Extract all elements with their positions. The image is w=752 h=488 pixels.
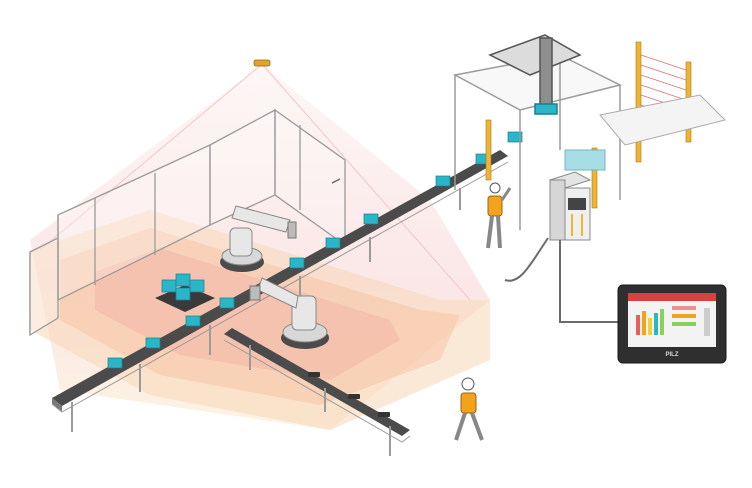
laser-scanner — [253, 59, 271, 67]
worker-walking — [454, 377, 484, 441]
output-platform — [564, 94, 726, 171]
worker-operator — [486, 182, 512, 249]
output-conveyor — [223, 328, 411, 456]
hmi-screen[interactable] — [628, 293, 716, 347]
cable — [504, 237, 630, 323]
hmi-brand-label: PILZ — [666, 352, 679, 358]
warning-zone — [30, 210, 490, 430]
main-conveyor — [51, 150, 509, 432]
hmi-bar-chart — [636, 306, 710, 336]
industrial-robot-right — [249, 277, 329, 349]
pallet-stack — [155, 273, 215, 312]
fence-door-handle — [331, 178, 341, 184]
industrial-robot-left — [220, 205, 297, 272]
hmi-panel[interactable]: PILZ — [617, 284, 727, 364]
control-cabinet — [548, 171, 592, 241]
conveyor-boxes — [107, 131, 523, 369]
gantry-cell — [452, 34, 623, 230]
